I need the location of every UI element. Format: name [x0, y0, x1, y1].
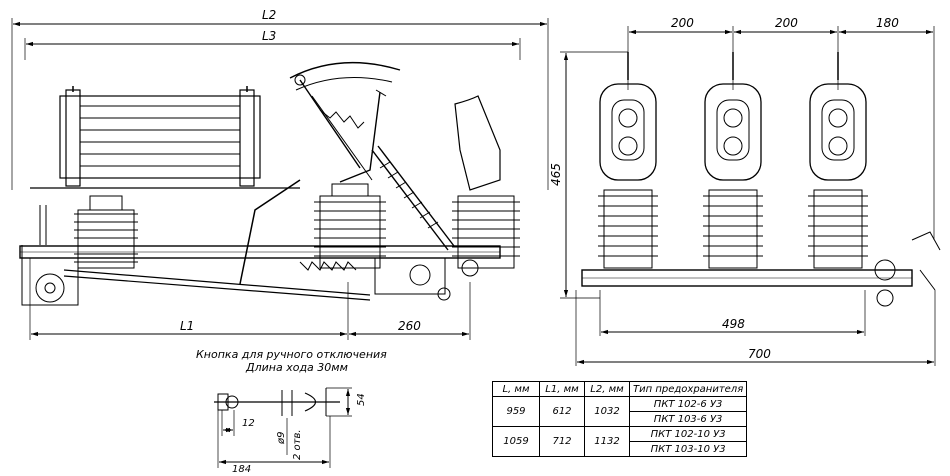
- fuse-cartridge-side: [30, 86, 300, 189]
- label-184: 184: [232, 464, 251, 475]
- side-view-labels: L2 L3 L1 260: [180, 8, 421, 333]
- pole-3: [808, 52, 868, 269]
- front-drive: [874, 231, 941, 307]
- table-row: 959 612 1032 ПКТ 102-6 У3: [492, 396, 748, 427]
- header-l: L, мм: [492, 381, 540, 397]
- pole-1: [598, 52, 658, 269]
- pole-2: [703, 52, 763, 269]
- insulator-left: [74, 195, 138, 269]
- cell-l: 1059: [492, 426, 540, 457]
- header-l2: L2, мм: [584, 381, 630, 397]
- insulator-middle: [314, 183, 386, 269]
- insulator-right: [452, 95, 520, 269]
- label-d9: ø9: [276, 432, 287, 445]
- drive-lever: [21, 205, 79, 306]
- cell-l1: 612: [539, 396, 585, 427]
- label-465: 465: [549, 163, 563, 186]
- header-l1: L1, мм: [539, 381, 585, 397]
- label-498: 498: [722, 317, 745, 331]
- spec-table: L, мм L1, мм L2, мм Тип предохранителя 9…: [492, 381, 748, 457]
- label-260: 260: [398, 319, 421, 333]
- table-row: 1059 712 1132 ПКТ 102-10 У3: [492, 426, 748, 457]
- front-view-labels: 200 200 180 465 498 700: [549, 16, 899, 361]
- label-12: 12: [242, 418, 255, 429]
- button-caption-line2: Длина хода 30мм: [246, 361, 348, 374]
- label-700: 700: [748, 347, 771, 361]
- header-fuse-type: Тип предохранителя: [628, 381, 748, 397]
- label-200b: 200: [775, 16, 798, 30]
- label-holes: 2 отв.: [292, 429, 303, 460]
- button-detail-labels: 54 12 ø9 2 отв. 184: [232, 393, 367, 475]
- release-mechanism: [299, 257, 479, 301]
- striker-mechanism: [289, 62, 401, 183]
- label-l2: L2: [262, 8, 276, 22]
- spec-table-header: L, мм L1, мм L2, мм Тип предохранителя: [492, 381, 748, 397]
- cell-fuse-type: ПКТ 103-6 У3: [628, 411, 748, 427]
- cell-fuse-type: ПКТ 103-10 У3: [628, 441, 748, 457]
- button-caption-line1: Кнопка для ручного отключения: [196, 348, 387, 361]
- table-row: ПКТ 103-10 У3: [493, 441, 748, 457]
- button-detail: [214, 387, 352, 468]
- label-54: 54: [356, 393, 367, 406]
- cell-fuse-type: ПКТ 102-10 У3: [628, 426, 748, 442]
- label-180: 180: [876, 16, 899, 30]
- operating-rod: [63, 269, 371, 296]
- side-view: [11, 18, 549, 340]
- cell-fuse-type: ПКТ 102-6 У3: [628, 396, 748, 412]
- spring-rod: [371, 145, 455, 251]
- label-l3: L3: [262, 29, 276, 43]
- cell-l: 959: [492, 396, 540, 427]
- label-l1: L1: [180, 319, 194, 333]
- cell-l2: 1032: [584, 396, 630, 427]
- cell-l1: 712: [539, 426, 585, 457]
- label-200a: 200: [671, 16, 694, 30]
- cell-l2: 1132: [584, 426, 630, 457]
- front-view: [560, 26, 941, 366]
